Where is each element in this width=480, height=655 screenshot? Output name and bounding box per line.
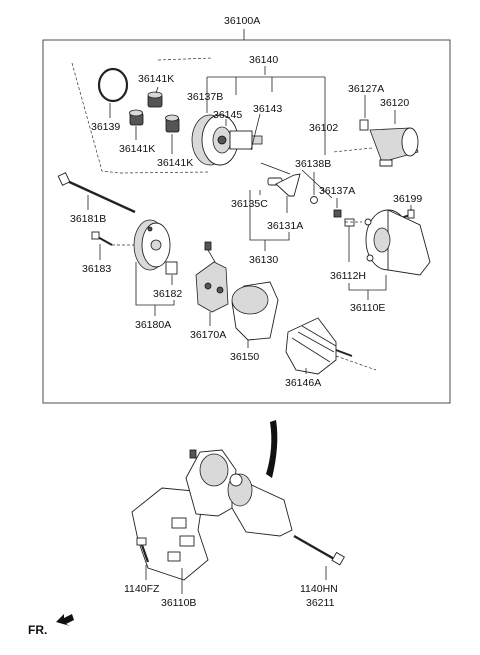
bushing-part [344,218,355,227]
label-36150: 36150 [230,351,259,363]
label-36143: 36143 [253,103,282,115]
clip-part [333,209,342,218]
label-36139: 36139 [91,121,120,133]
label-36137a: 36137A [319,185,355,197]
label-front: FR. [28,623,47,637]
label-36183: 36183 [82,263,111,275]
bearing-part-a [147,91,163,108]
label-36137b: 36137B [187,91,223,103]
label-36102: 36102 [309,122,338,134]
assembly-frame [42,39,451,404]
ring-gear-part [97,67,129,103]
solenoid-part [359,119,419,167]
label-36141k-a: 36141K [138,73,174,85]
label-36199: 36199 [393,193,422,205]
label-36127a: 36127A [348,83,384,95]
armature-part [285,317,353,375]
label-assembly: 36100A [224,15,260,27]
label-36182: 36182 [153,288,182,300]
bolt-1140hn-part [293,534,345,566]
bolt-1140fz-part [136,537,150,563]
front-direction-arrow [56,614,74,626]
front-housing-part [364,209,431,276]
label-36141k-c: 36141K [157,157,193,169]
label-36138b: 36138B [295,158,331,170]
label-36145: 36145 [213,109,242,121]
label-36180a: 36180A [135,319,171,331]
label-36181b: 36181B [70,213,106,225]
rear-bushing-part [165,261,178,275]
yoke-part [231,281,279,341]
brush-holder-part [195,241,229,313]
label-1140fz: 1140FZ [124,583,160,595]
label-36140: 36140 [249,54,278,66]
label-36130: 36130 [249,254,278,266]
label-36170a: 36170A [190,329,226,341]
assembled-starter-part [185,449,293,537]
label-36211: 36211 [306,597,335,609]
bearing-part-c [165,114,180,133]
assembly-arrow [266,420,278,478]
heat-shield-part [131,487,209,581]
label-36135c: 36135C [231,198,268,210]
through-bolt-part [57,172,136,214]
label-36141k-b: 36141K [119,143,155,155]
label-36146a: 36146A [285,377,321,389]
small-screw-part [91,231,113,246]
planetary-gear-housing-part [191,114,263,166]
rear-cover-part [133,219,171,271]
label-36110e: 36110E [350,302,385,314]
bearing-part-b [129,109,144,126]
label-36131a: 36131A [267,220,303,232]
lever-part [267,173,301,197]
washer-part [310,196,318,204]
label-1140hn: 1140HN [300,583,338,595]
label-36120: 36120 [380,97,409,109]
label-36110b: 36110B [161,597,196,609]
label-36112h: 36112H [330,270,366,282]
